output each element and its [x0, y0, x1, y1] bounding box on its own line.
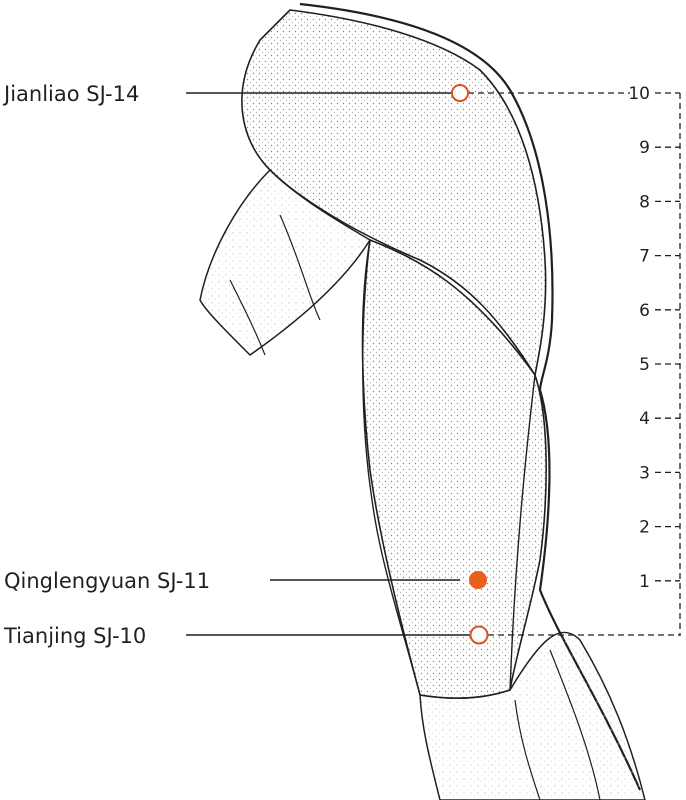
tianjing-point-marker	[469, 625, 489, 645]
lateral-line	[509, 374, 536, 691]
scapula-line-2	[279, 214, 321, 321]
measurement-scale: 10 9 8 7 6 5 4 3 2 1	[628, 84, 681, 636]
scale-ticks: 10 9 8 7 6 5 4 3 2 1	[628, 84, 680, 592]
scale-tick-label: 9	[639, 138, 650, 158]
label-jianliao: Jianliao SJ-14	[2, 82, 139, 106]
back-muscle	[199, 168, 372, 356]
scale-tick-label: 2	[639, 518, 650, 538]
scale-tick-label: 6	[639, 301, 650, 321]
scale-tick-label: 10	[628, 84, 650, 104]
forearm	[419, 631, 646, 800]
forearm-line	[514, 699, 541, 800]
arm-illustration	[199, 2, 646, 800]
label-tianjing: Tianjing SJ-10	[3, 624, 146, 648]
label-qinglengyuan: Qinglengyuan SJ-11	[4, 569, 210, 593]
triceps-line	[362, 239, 421, 696]
scale-tick-label: 5	[639, 355, 650, 375]
scale-tick-label: 1	[639, 572, 650, 592]
scapula-line	[229, 279, 266, 356]
jianliao-point-marker	[451, 84, 469, 102]
qinglengyuan-point-marker	[469, 571, 487, 589]
scale-tick-label: 7	[639, 247, 650, 267]
scale-tick-label: 8	[639, 192, 650, 212]
arm-outline	[299, 2, 642, 791]
scale-tick-label: 3	[639, 463, 650, 483]
scale-tick-label: 4	[639, 409, 650, 429]
forearm-line-2	[549, 649, 601, 800]
